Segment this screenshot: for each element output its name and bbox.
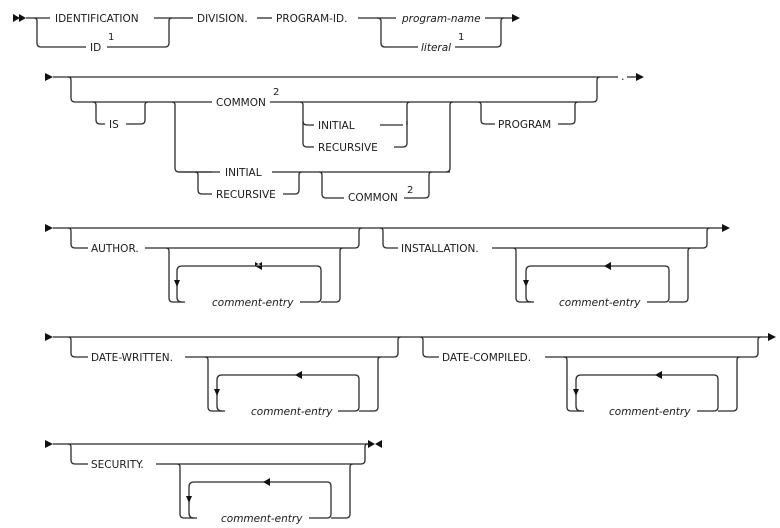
variable-comment-entry: comment-entry — [251, 406, 333, 418]
keyword-common: COMMON — [348, 192, 398, 204]
keyword-program: PROGRAM — [498, 119, 551, 131]
loop-arrow-left-icon — [655, 371, 662, 379]
keyword-division: DIVISION. — [197, 13, 248, 25]
loop-arrow-down-icon — [214, 389, 220, 396]
keyword-id: ID — [90, 42, 101, 54]
end-arrow-icon — [368, 440, 382, 448]
continue-arrow-icon — [636, 73, 644, 81]
variable-literal: literal — [421, 42, 451, 54]
continue-arrow-icon — [722, 224, 730, 232]
loop-arrow-left-icon — [255, 262, 262, 270]
row-identification: IDENTIFICATION ID 1 DIVISION. PROGRAM-ID… — [13, 13, 520, 54]
footnote-2: 2 — [273, 87, 279, 98]
keyword-program-id: PROGRAM-ID. — [276, 13, 347, 25]
keyword-initial: INITIAL — [318, 120, 355, 132]
keyword-installation: INSTALLATION. — [401, 243, 479, 255]
loop-arrow-left-icon — [604, 262, 611, 270]
row-date-written-compiled: DATE-WRITTEN. comment-entry DATE-COMPILE… — [45, 333, 776, 418]
continue-arrow-icon — [768, 333, 776, 341]
continue-arrow-icon — [512, 14, 520, 22]
continuation-start-arrow-icon — [45, 73, 53, 81]
loop-arrow-down-icon — [174, 280, 180, 287]
row-security: SECURITY. comment-entry — [45, 440, 382, 525]
keyword-recursive: RECURSIVE — [216, 189, 276, 201]
keyword-common: COMMON — [216, 97, 266, 109]
footnote-1: 1 — [458, 32, 464, 43]
footnote-2: 2 — [407, 185, 413, 196]
variable-comment-entry: comment-entry — [609, 406, 691, 418]
loop-arrow-left-icon — [295, 371, 302, 379]
continuation-start-arrow-icon — [45, 224, 53, 232]
loop-arrow-left-icon — [263, 478, 270, 486]
variable-comment-entry: comment-entry — [559, 297, 641, 309]
loop-arrow-down-icon — [523, 280, 529, 287]
continuation-start-arrow-icon — [45, 440, 53, 448]
keyword-recursive: RECURSIVE — [318, 142, 378, 154]
keyword-initial: INITIAL — [225, 167, 262, 179]
loop-arrow-down-icon — [186, 496, 192, 503]
keyword-is: IS — [109, 119, 119, 131]
start-double-arrow-icon — [13, 14, 26, 22]
keyword-security: SECURITY. — [91, 459, 144, 471]
keyword-author: AUTHOR. — [91, 243, 139, 255]
keyword-date-compiled: DATE-COMPILED. — [442, 352, 531, 364]
row-program-attributes: IS COMMON 2 INITIAL RECURSIVE INITIAL RE… — [45, 70, 644, 204]
keyword-date-written: DATE-WRITTEN. — [91, 352, 173, 364]
variable-comment-entry: comment-entry — [212, 297, 294, 309]
row-author-installation: AUTHOR. comment-entry INSTALLATION. comm… — [45, 224, 730, 309]
footnote-1: 1 — [108, 32, 114, 43]
variable-comment-entry: comment-entry — [221, 513, 303, 525]
continuation-start-arrow-icon — [45, 333, 53, 341]
period-terminator: . — [621, 70, 625, 83]
loop-arrow-down-icon — [573, 389, 579, 396]
keyword-identification: IDENTIFICATION — [55, 13, 139, 25]
variable-program-name: program-name — [401, 13, 481, 25]
